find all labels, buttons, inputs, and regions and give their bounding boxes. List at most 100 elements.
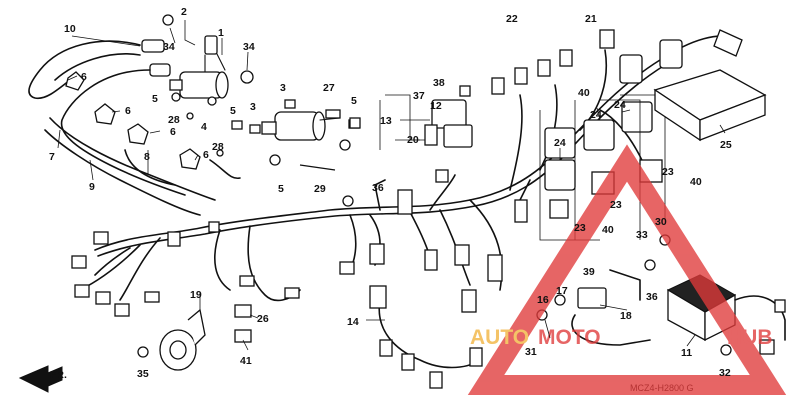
lead-cap-1: [141, 39, 165, 53]
clip-5b: [231, 120, 243, 130]
callout-12: 12: [430, 100, 442, 112]
horn: [159, 308, 206, 371]
bolt-29: [299, 164, 336, 171]
direction-label: FR.: [50, 369, 67, 381]
front-arrow-icon: [18, 365, 63, 393]
callout-5b: 5: [230, 105, 236, 117]
callout-23b: 23: [610, 199, 622, 211]
callout-17: 17: [556, 285, 568, 297]
clip-3a: [249, 124, 261, 134]
plug-lead-6: [124, 149, 176, 186]
bolt-34b: [162, 14, 174, 26]
callout-6c: 6: [170, 126, 176, 138]
watermark-word-hub: HUB: [727, 326, 773, 349]
watermark: AUTO MOTO HUB: [467, 144, 787, 395]
callout-24c: 24: [554, 137, 566, 149]
bolt-4: [207, 96, 217, 106]
callout-11: 11: [681, 347, 692, 359]
callout-6b: 6: [125, 105, 131, 117]
callout-24a: 24: [590, 109, 602, 121]
callout-18: 18: [620, 310, 632, 322]
callout-40c: 40: [690, 176, 702, 188]
callout-1: 1: [218, 27, 224, 39]
callout-3a: 3: [250, 101, 256, 113]
bolt-28b: [216, 149, 224, 157]
callout-20: 20: [407, 134, 419, 146]
callout-40b: 40: [602, 224, 614, 236]
callout-26: 26: [257, 313, 269, 325]
bolt-5a: [171, 92, 181, 102]
callout-labels: 10 2 1 34 34 22 21 6 6 6 6 5 28 4 5 3 3 …: [49, 6, 732, 380]
callout-28b: 28: [212, 141, 224, 153]
ignition-coil-lower: [261, 111, 341, 141]
bolt-34: [240, 70, 254, 84]
callout-34: 34: [163, 41, 175, 53]
callout-23c: 23: [662, 166, 674, 178]
callout-8: 8: [144, 151, 150, 163]
callout-13: 13: [380, 115, 392, 127]
callout-23a: 23: [574, 222, 586, 234]
callout-25: 25: [720, 139, 732, 151]
plug-lead-1: [28, 40, 141, 100]
plug-cap-d: [179, 148, 201, 170]
callout-30: 30: [655, 216, 667, 228]
callout-36b: 36: [646, 291, 658, 303]
callout-31: 31: [525, 346, 537, 358]
plug-cap-c: [127, 123, 149, 145]
plug-lead-1b: [54, 53, 141, 81]
callout-28a: 28: [168, 114, 180, 126]
plug-lead-2: [60, 69, 186, 196]
callout-35: 35: [137, 368, 149, 380]
callout-7: 7: [49, 151, 55, 163]
clip-3b: [284, 99, 296, 109]
callout-14: 14: [347, 316, 359, 328]
plug-cap-a: [65, 71, 85, 91]
callout-34b: 34: [243, 41, 255, 53]
bolt-28a: [186, 112, 194, 120]
callout-39: 39: [583, 266, 595, 278]
bolt-5d: [269, 154, 281, 166]
leader-lines: [57, 20, 726, 351]
callout-10: 10: [64, 23, 76, 35]
callout-37: 37: [413, 90, 425, 102]
plug-cap-b: [94, 103, 116, 125]
callout-21: 21: [585, 13, 597, 25]
callout-24b: 24: [614, 99, 626, 111]
ignition-coil-upper: [169, 35, 229, 99]
clip-27: [325, 109, 341, 119]
harness-connectors: [71, 29, 743, 317]
callout-2: 2: [181, 6, 187, 18]
nut-8: [339, 139, 351, 151]
watermark-word-moto: MOTO: [538, 326, 601, 349]
callout-29: 29: [314, 183, 326, 195]
ecu-unit: [653, 69, 767, 142]
callout-5c: 5: [351, 95, 357, 107]
callout-16: 16: [537, 294, 549, 306]
callout-5a: 5: [152, 93, 158, 105]
callout-22: 22: [506, 13, 518, 25]
plug-lead-group: [28, 39, 241, 216]
lead-cap-2: [149, 63, 171, 77]
callout-5d: 5: [278, 183, 284, 195]
plug-lead-4: [49, 117, 216, 201]
callout-27: 27: [323, 82, 335, 94]
callout-41: 41: [240, 355, 252, 367]
sub-harness: [369, 285, 483, 389]
callout-32: 32: [719, 367, 731, 379]
watermark-word-auto: AUTO: [470, 326, 529, 349]
callout-36a: 36: [372, 182, 384, 194]
relay-bracket: [424, 85, 473, 148]
callout-6a: 6: [81, 71, 87, 83]
callout-6d: 6: [203, 149, 209, 161]
callout-19: 19: [190, 289, 202, 301]
callout-3b: 3: [280, 82, 286, 94]
callout-33: 33: [636, 229, 648, 241]
plug-lead-3: [44, 129, 201, 216]
plug-lead-5: [209, 159, 241, 180]
callout-38: 38: [433, 77, 445, 89]
callout-9: 9: [89, 181, 95, 193]
callout-4: 4: [201, 121, 207, 133]
callout-40a: 40: [578, 87, 590, 99]
